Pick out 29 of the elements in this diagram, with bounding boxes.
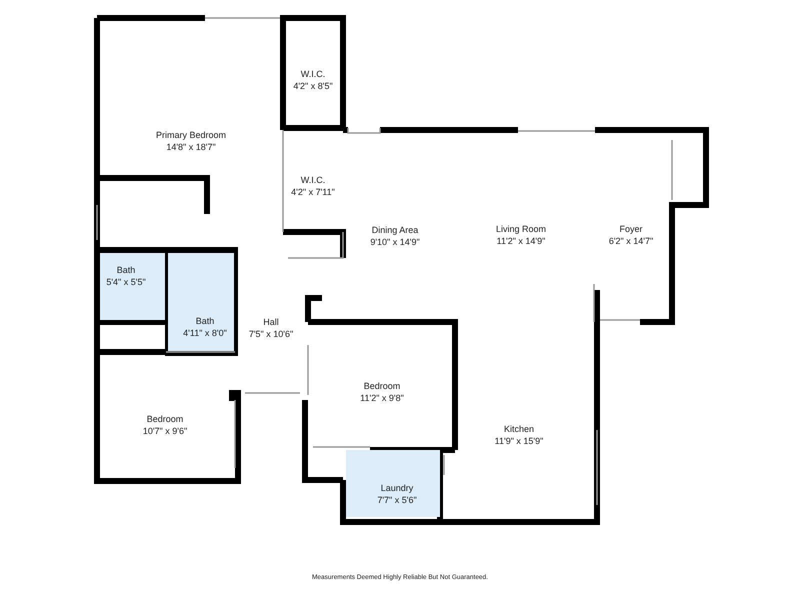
room-dimensions: 14'8" x 18'7" bbox=[165, 141, 217, 153]
room-dimensions: 4'11" x 8'0" bbox=[183, 327, 227, 339]
room-dimensions: 11'2" x 9'8" bbox=[360, 392, 404, 404]
room-name: Foyer bbox=[618, 223, 644, 235]
room-name: Laundry bbox=[380, 482, 414, 494]
room-name: Living Room bbox=[496, 223, 546, 235]
tiled-room-floor bbox=[100, 253, 165, 320]
room-name: W.I.C. bbox=[300, 174, 326, 186]
room-name: Kitchen bbox=[502, 423, 535, 435]
room-dimensions: 9'10" x 14'9" bbox=[370, 236, 420, 248]
room-dimensions: 4'2" x 8'5" bbox=[293, 80, 333, 92]
room-dimensions: 7'7" x 5'6" bbox=[377, 494, 417, 506]
room-dimensions: 4'2" x 7'11" bbox=[291, 186, 335, 198]
room-name: Hall bbox=[262, 316, 280, 328]
room-name: Bath bbox=[116, 264, 136, 276]
room-dimensions: 11'2" x 14'9" bbox=[496, 235, 546, 247]
tiled-room-floor bbox=[346, 450, 440, 517]
room-name: Bedroom bbox=[146, 413, 184, 425]
room-name: Primary Bedroom bbox=[156, 129, 226, 141]
room-name: W.I.C. bbox=[300, 68, 326, 80]
room-name: Bath bbox=[194, 315, 216, 327]
room-dimensions: 7'5" x 10'6" bbox=[248, 328, 294, 340]
room-dimensions: 11'9" x 15'9" bbox=[494, 435, 544, 447]
room-dimensions: 5'4" x 5'5" bbox=[106, 276, 146, 288]
tiled-room-floor bbox=[168, 253, 234, 351]
room-dimensions: 10'7" x 9'6" bbox=[142, 425, 188, 437]
room-name: Bedroom bbox=[362, 380, 402, 392]
room-name: Dining Area bbox=[370, 224, 420, 236]
room-dimensions: 6'2" x 14'7" bbox=[608, 235, 654, 247]
